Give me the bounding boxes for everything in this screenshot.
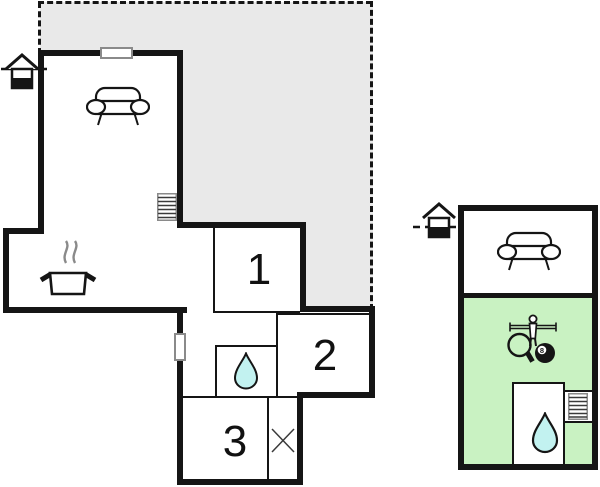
annex-building: 8 — [458, 205, 598, 470]
wall-segment — [297, 392, 303, 485]
wall-segment — [3, 307, 187, 313]
wall-segment — [300, 306, 375, 312]
wall-segment — [276, 313, 369, 315]
water-drop-icon — [531, 412, 559, 454]
wall-segment — [215, 345, 217, 398]
wall-segment — [297, 392, 375, 398]
wall-segment — [369, 306, 375, 398]
wall-segment — [464, 293, 592, 298]
terrace-boundary-right — [370, 1, 373, 310]
room2-label: 2 — [312, 331, 338, 380]
wall-segment — [215, 345, 278, 347]
annex-stairs-nook — [565, 390, 592, 423]
window — [174, 333, 186, 361]
room3-label: 3 — [222, 417, 248, 466]
wall-segment — [3, 228, 44, 234]
wall-segment — [213, 228, 215, 313]
wall-segment — [276, 313, 278, 398]
annex-entrance-icon — [413, 202, 463, 239]
wall-segment — [177, 479, 303, 485]
eight-ball-label: 8 — [540, 346, 544, 355]
terrace-boundary-top — [38, 1, 372, 4]
sofa-icon — [86, 86, 150, 126]
stairs-icon — [157, 193, 177, 221]
terrace-boundary-left — [38, 2, 41, 54]
wall-segment — [177, 222, 306, 228]
games-icon: 8 — [507, 314, 557, 363]
kitchen-pot-icon — [39, 240, 97, 296]
wall-segment — [3, 228, 9, 313]
kitchen-area — [3, 228, 183, 313]
wall-segment — [267, 398, 269, 479]
water-drop-icon — [233, 352, 259, 390]
room1-label: 1 — [246, 245, 272, 294]
wall-segment — [213, 311, 300, 313]
wall-segment — [300, 222, 306, 312]
wall-segment — [177, 313, 183, 485]
wall-segment — [38, 50, 44, 234]
wall-segment — [177, 50, 183, 228]
stairs-icon — [568, 393, 588, 420]
window — [100, 47, 133, 59]
entrance-icon — [1, 53, 47, 90]
wall-segment — [183, 396, 297, 398]
sofa-icon — [497, 231, 561, 271]
cross-icon — [271, 428, 295, 453]
